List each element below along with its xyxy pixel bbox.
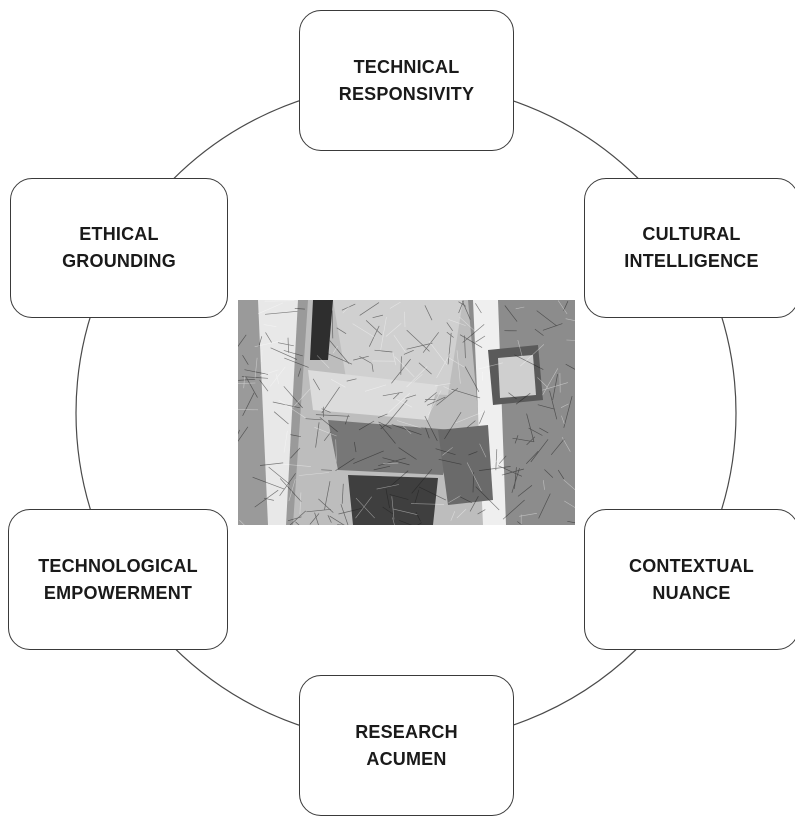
node-label-line: INTELLIGENCE [624,248,758,275]
node-research-acumen: RESEARCH ACUMEN [299,675,514,816]
node-technical-responsivity: TECHNICAL RESPONSIVITY [299,10,514,151]
node-label-line: TECHNOLOGICAL [38,553,198,580]
node-label-line: EMPOWERMENT [38,580,198,607]
hatch-stroke [321,470,332,471]
node-cultural-intelligence: CULTURAL INTELLIGENCE [584,178,795,318]
node-label-line: RESPONSIVITY [339,81,474,108]
node-label: CULTURAL INTELLIGENCE [624,221,758,275]
node-label: CONTEXTUAL NUANCE [629,553,754,607]
node-label-line: ETHICAL [62,221,176,248]
node-label: TECHNICAL RESPONSIVITY [339,54,474,108]
node-label-line: CONTEXTUAL [629,553,754,580]
sketch-illustration [238,300,575,525]
node-label: TECHNOLOGICAL EMPOWERMENT [38,553,198,607]
node-label-line: NUANCE [629,580,754,607]
node-technological-empowerment: TECHNOLOGICAL EMPOWERMENT [8,509,228,650]
node-label: RESEARCH ACUMEN [355,719,458,773]
node-label-line: CULTURAL [624,221,758,248]
node-contextual-nuance: CONTEXTUAL NUANCE [584,509,795,650]
node-label-line: RESEARCH [355,719,458,746]
node-label-line: TECHNICAL [339,54,474,81]
node-ethical-grounding: ETHICAL GROUNDING [10,178,228,318]
node-label-line: GROUNDING [62,248,176,275]
node-label-line: ACUMEN [355,746,458,773]
node-label: ETHICAL GROUNDING [62,221,176,275]
center-image [238,300,575,525]
